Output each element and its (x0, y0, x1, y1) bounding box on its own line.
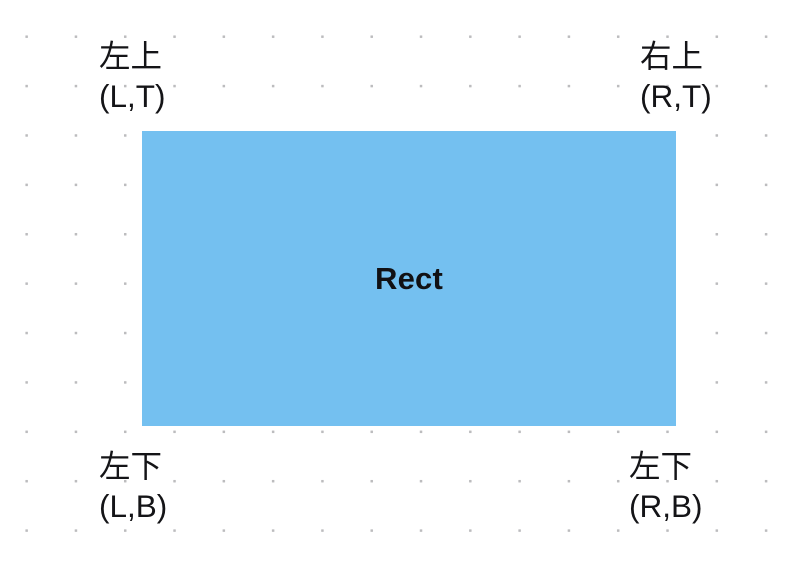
corner-label-bottom-left-code: (L,B) (99, 488, 168, 524)
corner-label-top-left-name: 左上 (99, 38, 163, 74)
corner-label-bottom-right: 左下 (R,B) (629, 446, 703, 526)
corner-label-top-right: 右上 (R,T) (640, 36, 712, 116)
corner-label-top-left-code: (L,T) (99, 78, 166, 114)
corner-label-bottom-right-name: 左下 (629, 448, 693, 484)
rect-shape-label: Rect (375, 260, 443, 296)
corner-label-top-right-name: 右上 (640, 38, 704, 74)
corner-label-top-left: 左上 (L,T) (99, 36, 166, 116)
corner-label-bottom-left: 左下 (L,B) (99, 446, 167, 526)
rect-shape[interactable]: Rect (142, 131, 676, 426)
corner-label-top-right-code: (R,T) (640, 78, 712, 114)
corner-label-bottom-right-code: (R,B) (629, 488, 703, 524)
corner-label-bottom-left-name: 左下 (99, 448, 163, 484)
